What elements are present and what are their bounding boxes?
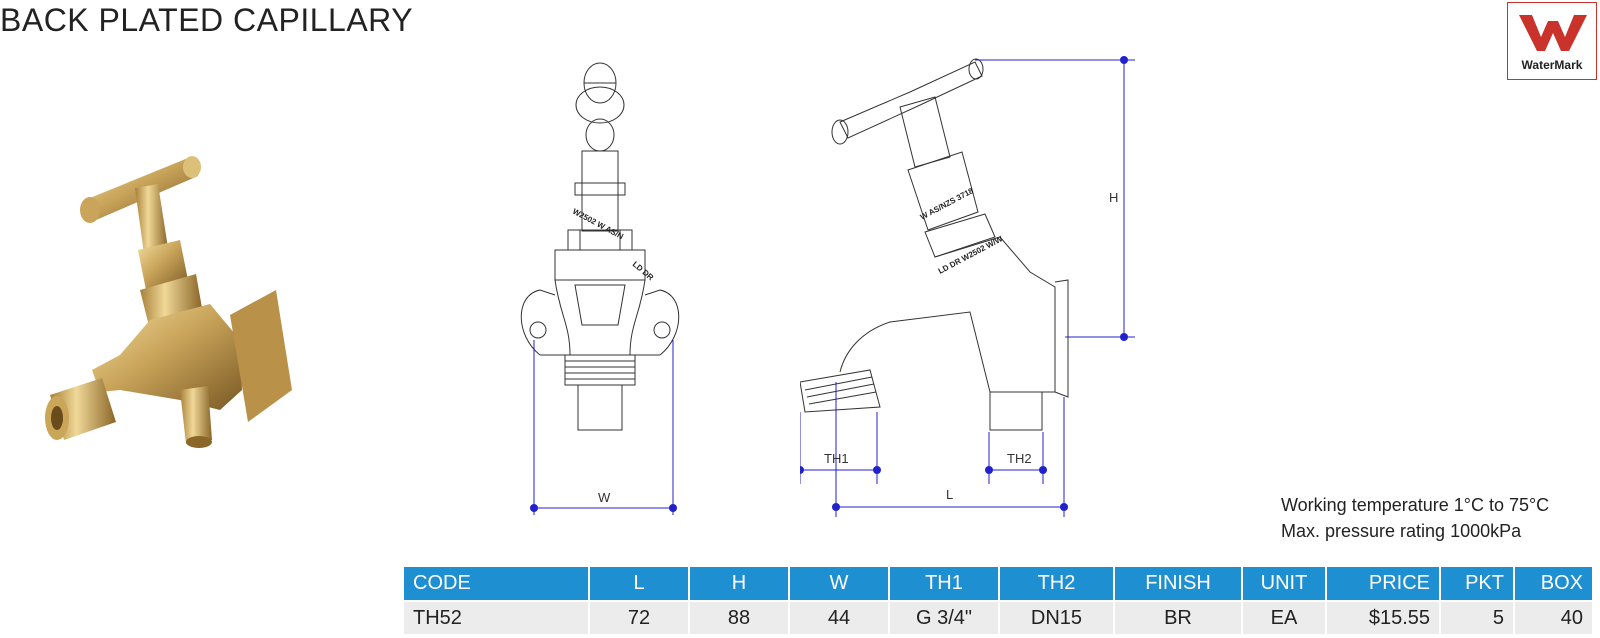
watermark-logo: WaterMark [1507, 2, 1597, 80]
cell-pkt: 5 [1440, 600, 1515, 634]
dimension-h-label: H [1109, 190, 1118, 205]
column-header-pkt: PKT [1440, 567, 1515, 601]
column-header-price: PRICE [1326, 567, 1441, 601]
cell-box: 40 [1514, 600, 1592, 634]
watermark-logo-icon [1519, 15, 1587, 51]
cell-h: 88 [689, 600, 790, 634]
dimension-l-label: L [946, 487, 953, 502]
table-row: TH52 72 88 44 G 3/4" DN15 BR EA $15.55 5… [404, 600, 1592, 634]
logo-text: WaterMark [1521, 58, 1583, 72]
product-title: BACK PLATED CAPILLARY [0, 2, 414, 38]
dimension-th2-label: TH2 [1007, 451, 1032, 466]
front-marking-1: W2502 W AS/N [571, 207, 625, 241]
column-header-l: L [589, 567, 690, 601]
cell-finish: BR [1114, 600, 1243, 634]
cell-l: 72 [589, 600, 690, 634]
front-marking-2: LD DR [631, 260, 656, 283]
cell-th2: DN15 [999, 600, 1115, 634]
table-header-row: CODE L H W TH1 TH2 FINISH UNIT PRICE PKT… [404, 567, 1592, 601]
working-temperature: Working temperature 1°C to 75°C [1281, 495, 1550, 515]
column-header-h: H [689, 567, 790, 601]
cell-w: 44 [789, 600, 890, 634]
product-table: CODE L H W TH1 TH2 FINISH UNIT PRICE PKT… [404, 567, 1592, 634]
column-header-unit: UNIT [1242, 567, 1327, 601]
cell-th1: G 3/4" [889, 600, 1000, 634]
column-header-th2: TH2 [999, 567, 1115, 601]
column-header-finish: FINISH [1114, 567, 1243, 601]
max-pressure: Max. pressure rating 1000kPa [1281, 521, 1522, 541]
side-marking-2: LD DR W2502 W/W [937, 234, 1005, 276]
dimension-w-label: W [598, 490, 611, 505]
dimension-th1-label: TH1 [824, 451, 849, 466]
side-view-drawing: W AS/NZS 3718 LD DR W2502 W/W H TH1 TH2 … [800, 56, 1135, 517]
product-photo [45, 156, 292, 448]
specifications: Working temperature 1°C to 75°C Max. pre… [1281, 492, 1549, 544]
column-header-th1: TH1 [889, 567, 1000, 601]
column-header-box: BOX [1514, 567, 1592, 601]
column-header-w: W [789, 567, 890, 601]
cell-code: TH52 [404, 600, 590, 634]
front-view-drawing: W2502 W AS/N LD DR W [520, 62, 680, 515]
cell-price: $15.55 [1326, 600, 1441, 634]
column-header-code: CODE [404, 567, 590, 601]
cell-unit: EA [1242, 600, 1327, 634]
